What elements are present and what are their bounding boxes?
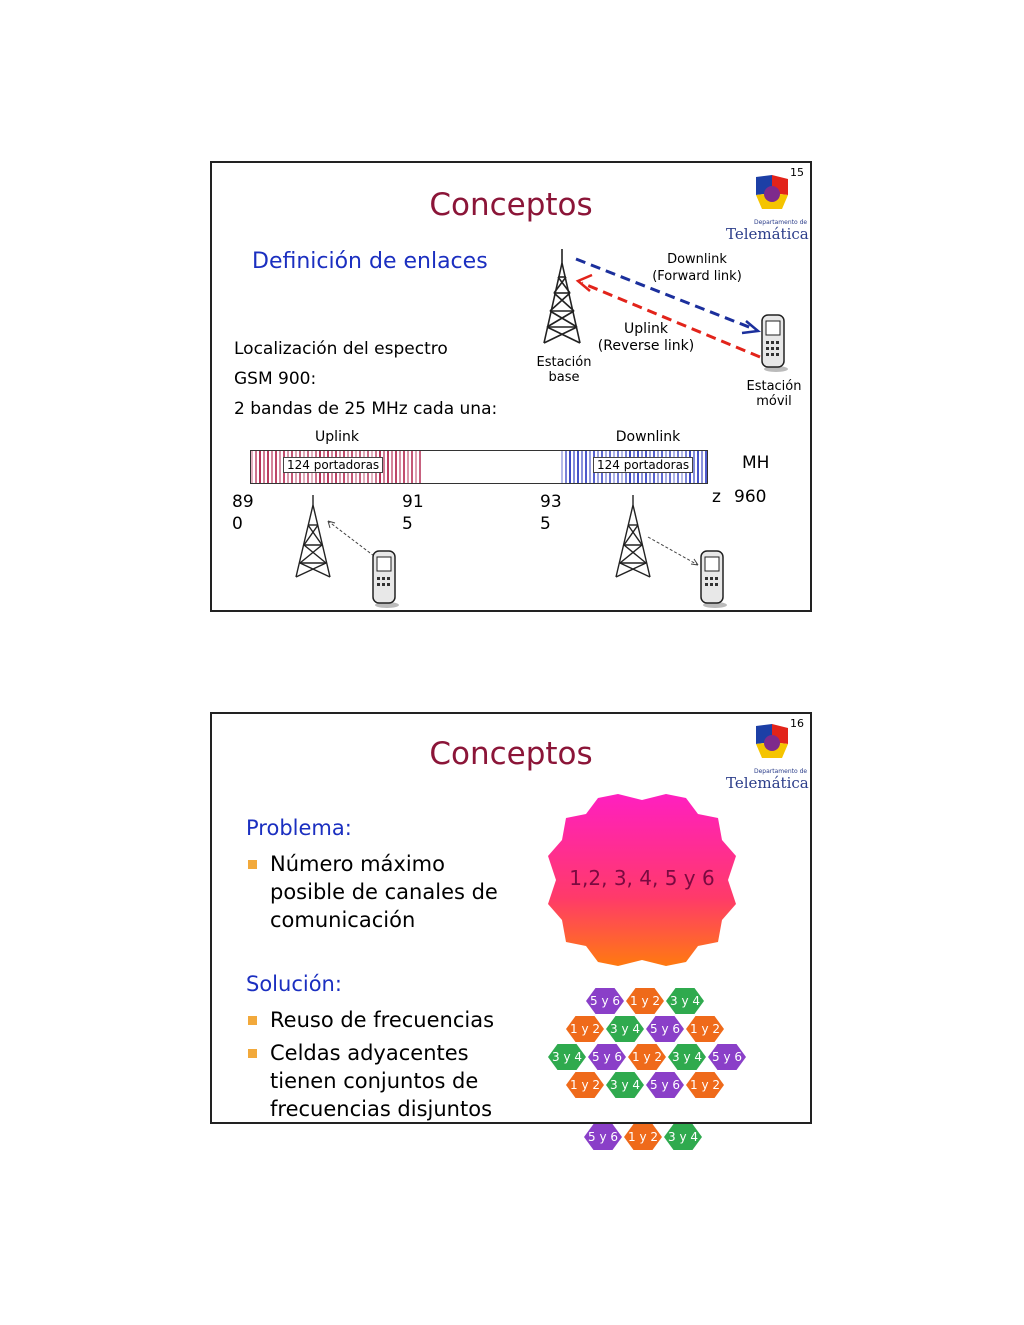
slide-title: Conceptos <box>429 187 593 223</box>
reuse-cell: 5 y 6 <box>584 1124 622 1150</box>
freq-915-b: 5 <box>402 514 413 534</box>
uplink-tower-icon <box>295 495 331 578</box>
uplink-carriers: 124 portadoras <box>283 457 384 473</box>
logo-department: Departamento de <box>754 768 808 775</box>
telematica-logo: Departamento de Telemática <box>726 173 810 243</box>
logo-name: Telemática <box>726 225 809 243</box>
reuse-cell: 3 y 4 <box>548 1044 586 1070</box>
bullet-square-icon <box>248 1016 257 1025</box>
solution-bullet-2-text: Celdas adyacentes tienen conjuntos de fr… <box>270 1039 550 1122</box>
band-downlink-label: Downlink <box>615 429 681 445</box>
uplink-signal-arrow <box>327 520 379 560</box>
solution-line-2: tienen conjuntos de <box>270 1069 479 1093</box>
section-subtitle: Definición de enlaces <box>252 249 488 274</box>
freq-935: 93 5 <box>540 491 562 535</box>
logo-name: Telemática <box>726 774 809 792</box>
base-label-line-1: Estación <box>536 355 592 370</box>
reuse-cell: 5 y 6 <box>588 1044 626 1070</box>
downlink-phone-icon <box>700 550 727 608</box>
spectrum-band-bar: 124 portadoras 124 portadoras <box>250 450 708 484</box>
solution-line-1: Celdas adyacentes <box>270 1041 469 1065</box>
slide-15: 15 Conceptos Departamento de Telemática … <box>210 161 812 612</box>
freq-890-b: 0 <box>232 514 243 534</box>
big-cell-label: 1,2, 3, 4, 5 y 6 <box>569 866 715 890</box>
reuse-cell: 5 y 6 <box>586 988 624 1014</box>
mobile-station-label: Estación móvil <box>736 379 810 409</box>
uplink-label: Uplink (Reverse link) <box>584 321 708 355</box>
downlink-text: Downlink <box>667 252 727 267</box>
reuse-cell: 5 y 6 <box>646 1072 684 1098</box>
mobile-label-line-1: Estación <box>746 379 802 394</box>
bullet-square-icon <box>248 860 257 869</box>
reuse-cell: 3 y 4 <box>606 1016 644 1042</box>
link-arrows <box>575 257 762 359</box>
problem-line-2: posible de canales de <box>270 880 498 904</box>
downlink-carriers: 124 portadoras <box>593 457 694 473</box>
reuse-cell: 3 y 4 <box>664 1124 702 1150</box>
base-label-line-2: base <box>548 370 580 385</box>
reuse-cell: 3 y 4 <box>606 1072 644 1098</box>
problem-bullet-text: Número máximo posible de canales de comu… <box>270 850 550 934</box>
freq-935-b: 5 <box>540 514 551 534</box>
big-cell-shape <box>548 794 736 966</box>
freq-915: 91 5 <box>402 491 424 535</box>
forward-link-text: (Forward link) <box>652 269 742 284</box>
slide-title: Conceptos <box>429 736 593 772</box>
reuse-cell: 5 y 6 <box>708 1044 746 1070</box>
problem-line-1: Número máximo <box>270 852 445 876</box>
reverse-link-text: (Reverse link) <box>597 338 695 354</box>
reuse-cell: 1 y 2 <box>626 988 664 1014</box>
base-station-label: Estación base <box>524 355 604 385</box>
slide-16: 16 Conceptos Departamento de Telemática … <box>210 712 812 1124</box>
spectrum-line-1: Localización del espectro <box>234 339 448 359</box>
logo-emblem-icon <box>756 724 788 758</box>
downlink-label: Downlink (Forward link) <box>632 251 762 285</box>
reuse-cell: 3 y 4 <box>668 1044 706 1070</box>
freq-960: 960 <box>734 487 767 507</box>
problem-heading: Problema: <box>246 816 352 840</box>
band-uplink-label: Uplink <box>315 429 359 445</box>
unit-z: z <box>712 487 721 507</box>
freq-915-a: 91 <box>402 492 424 512</box>
freq-890-a: 89 <box>232 492 254 512</box>
mobile-station-phone-icon <box>761 314 788 372</box>
reuse-cell: 1 y 2 <box>686 1016 724 1042</box>
solution-heading: Solución: <box>246 972 342 996</box>
reuse-cell: 1 y 2 <box>624 1124 662 1150</box>
base-station-tower-icon <box>543 249 581 344</box>
spectrum-line-2: GSM 900: <box>234 369 317 389</box>
downlink-signal-arrow <box>647 536 699 566</box>
problem-line-3: comunicación <box>270 908 416 932</box>
bullet-square-icon <box>248 1049 257 1058</box>
reuse-cell: 3 y 4 <box>666 988 704 1014</box>
reuse-cell: 1 y 2 <box>566 1016 604 1042</box>
solution-line-3: frecuencias disjuntos <box>270 1097 493 1121</box>
slide-number: 16 <box>790 717 804 730</box>
slide-number: 15 <box>790 166 804 179</box>
mobile-label-line-2: móvil <box>756 394 792 409</box>
spectrum-line-3: 2 bandas de 25 MHz cada una: <box>234 399 498 419</box>
uplink-text: Uplink <box>624 321 668 337</box>
reuse-cell: 5 y 6 <box>646 1016 684 1042</box>
reuse-cell: 1 y 2 <box>628 1044 666 1070</box>
logo-emblem-icon <box>756 175 788 209</box>
reuse-cell: 1 y 2 <box>566 1072 604 1098</box>
unit-mh: MH <box>742 453 770 473</box>
downlink-tower-icon <box>615 495 651 578</box>
freq-890: 89 0 <box>232 491 254 535</box>
uplink-phone-icon <box>372 550 399 608</box>
telematica-logo: Departamento de Telemática <box>726 722 810 792</box>
reuse-cell: 1 y 2 <box>686 1072 724 1098</box>
freq-935-a: 93 <box>540 492 562 512</box>
logo-department: Departamento de <box>754 219 808 226</box>
solution-bullet-1-text: Reuso de frecuencias <box>270 1008 495 1032</box>
